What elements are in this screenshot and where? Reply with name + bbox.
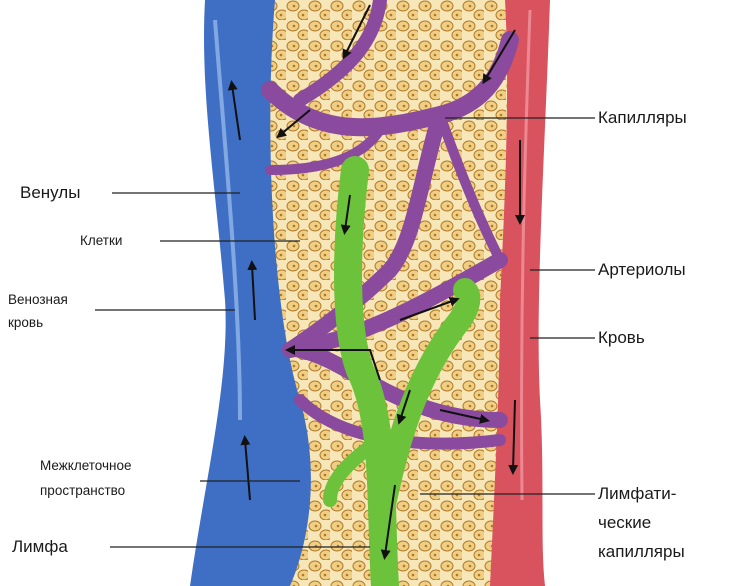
label-lymph: Лимфа <box>12 537 68 556</box>
label-venules: Венулы <box>20 183 81 202</box>
label-venous-blood-2: кровь <box>8 315 44 330</box>
leader-lines <box>95 117 595 548</box>
label-capillaries: Капилляры <box>598 108 687 127</box>
label-lymph-capillaries-1: Лимфати- <box>598 484 677 503</box>
label-lymph-capillaries-3: капилляры <box>598 542 685 561</box>
label-lymph-capillaries-2: ческие <box>598 513 652 532</box>
label-interstitial-1: Межклеточное <box>40 458 132 473</box>
venule <box>190 0 311 586</box>
lymphatic-capillaries <box>323 156 481 586</box>
label-interstitial-2: пространство <box>40 483 126 498</box>
label-cells: Клетки <box>80 233 123 248</box>
label-venous-blood-1: Венозная <box>8 292 68 307</box>
label-blood: Кровь <box>598 328 645 347</box>
label-arterioles: Артериолы <box>598 260 686 279</box>
